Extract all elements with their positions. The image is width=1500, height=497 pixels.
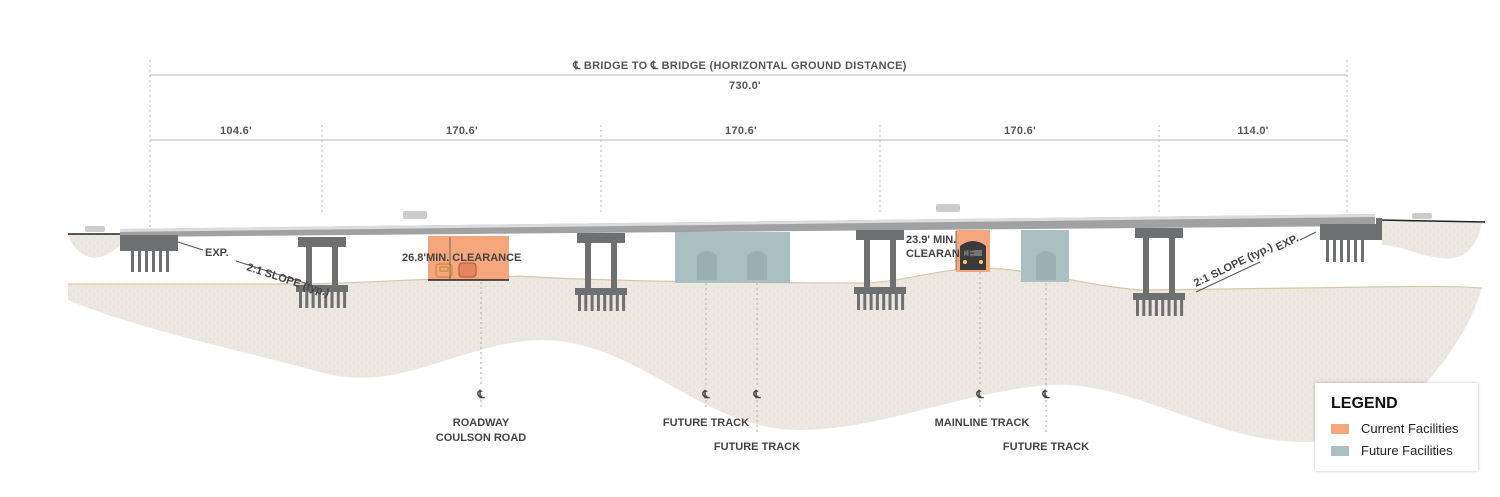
pier-part [869,294,873,310]
pier-part [611,243,617,288]
pier-part [578,295,581,311]
right-embankment [1380,220,1482,259]
span-dimension: 170.6' [725,125,757,137]
locomotive-icon [960,241,986,270]
legend-label: Future Facilities [1361,443,1453,458]
pier-part [1133,293,1185,300]
pier-part [296,285,348,292]
mainline-clearance-label: CLEARANCE [906,248,975,260]
pier-part [1173,300,1177,316]
left-embankment [68,234,120,258]
future-train-icon [697,251,1056,280]
expansion-joint-label: EXP. [205,247,229,259]
pier-part [1135,228,1183,238]
car-icon [435,263,453,278]
future-track-label: FUTURE TRACK [714,441,800,453]
ground-section [68,268,1482,442]
pier-part [603,295,607,311]
pier-part [1143,238,1149,293]
span-dimension: 170.6' [446,125,478,137]
pier-part [1154,300,1158,316]
legend-swatch [1331,423,1349,434]
legend-swatch [1331,445,1349,456]
pier-part [584,295,588,311]
pier-part [317,292,321,308]
pier-part [888,294,892,310]
pier-part [299,292,302,308]
pier-part [856,230,904,240]
pier-part [615,295,619,311]
roadway-label: ROADWAY [453,417,510,429]
slope-label: 2:1 SLOPE (typ.) [1192,241,1275,290]
pier-part [857,294,860,310]
bridge-piers [296,228,1185,316]
expansion-joint-label: EXP. [1274,233,1301,254]
pier-part [585,243,591,288]
pier-part [336,292,340,308]
overall-dimension-title: ℄ BRIDGE TO ℄ BRIDGE (HORIZONTAL GROUND … [572,60,907,72]
legend: LEGEND Current Facilities Future Facilit… [1315,383,1478,471]
pier-part [894,294,898,310]
car-icon [85,204,1432,232]
future-track-label: FUTURE TRACK [663,417,749,429]
span-dimension: 104.6' [220,125,252,137]
pier-part [890,240,896,287]
bridge-structure [120,218,1382,272]
pier-part [882,294,886,310]
pier-part [901,294,905,310]
mainline-clearance-label: 23.9' MIN. [906,234,956,246]
pier-part [622,295,626,311]
pier-part [575,288,627,295]
span-dimension: 170.6' [1004,125,1036,137]
pier-part [864,240,870,287]
centerline-symbol: ℄ [476,389,485,401]
centerline-symbol: ℄ [1041,389,1050,401]
pier-part [1142,300,1146,316]
legend-label: Current Facilities [1361,421,1459,436]
roadway-clearance-label: 26.8'MIN. CLEARANCE [402,252,521,264]
legend-item-current: Current Facilities [1331,421,1459,436]
legend-title: LEGEND [1331,395,1398,412]
slope-lines [177,231,1317,293]
pier-part [330,292,334,308]
pier-part [577,233,625,243]
legend-item-future: Future Facilities [1331,443,1453,458]
pier-part [590,295,594,311]
pier-part [1169,238,1175,293]
pier-part [305,292,309,308]
pier-part [1148,300,1152,316]
pier-part [324,292,328,308]
pier-part [298,237,346,247]
pier-part [1180,300,1184,316]
pier-part [1136,300,1139,316]
mainline-track-label: MAINLINE TRACK [935,417,1030,429]
centerline-symbol: ℄ [701,389,710,401]
pier-part [863,294,867,310]
future-track-label: FUTURE TRACK [1003,441,1089,453]
span-dimension: 114.0' [1237,125,1268,137]
pier-part [1161,300,1165,316]
pier-part [332,247,338,285]
roadway-name-label: COULSON ROAD [436,432,527,444]
centerline-symbol: ℄ [975,389,984,401]
future-facility-tracks [675,232,790,283]
pier-part [1167,300,1171,316]
pier-part [306,247,312,285]
centerlines [480,272,1047,435]
overall-dimension-value: 730.0' [729,80,761,92]
pier-part [343,292,347,308]
dimension-lines [149,60,1348,230]
car-icon [458,262,477,278]
pier-part [875,294,879,310]
centerline-symbol: ℄ [752,389,761,401]
pier-part [854,287,906,294]
pier-part [596,295,600,311]
pier-part [311,292,315,308]
pier-part [609,295,613,311]
